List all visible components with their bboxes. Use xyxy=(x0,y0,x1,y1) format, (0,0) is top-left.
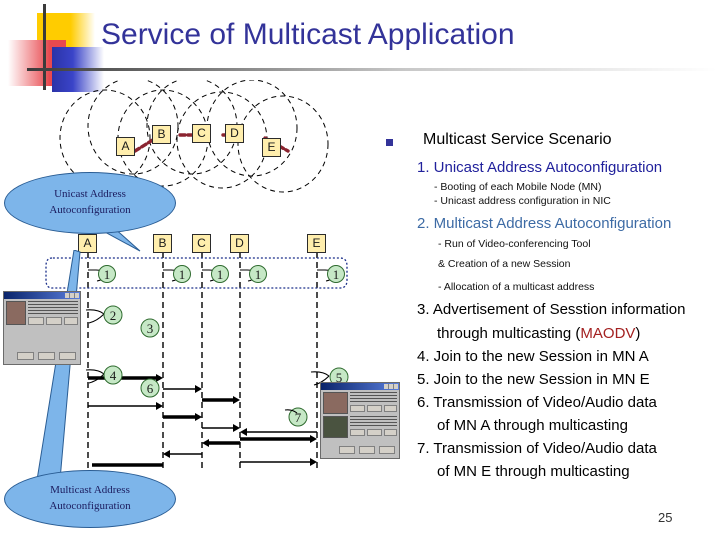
topology-node-b-label: B xyxy=(157,127,166,141)
event-marker-circles xyxy=(98,265,349,427)
square-bullet-icon xyxy=(386,139,393,146)
sequence-node-c-label: C xyxy=(197,236,206,250)
scenario-heading: Multicast Service Scenario xyxy=(423,131,612,148)
video-conference-window-thumbnail-left[interactable] xyxy=(3,291,81,365)
scenario-step-3-protocol: MAODV xyxy=(580,325,636,342)
scenario-step-7-line1: 7. Transmission of Video/Audio data xyxy=(417,440,657,457)
thumb-footer-button-b[interactable] xyxy=(38,352,55,360)
scenario-step-5: 5. Join to the new Session in MN E xyxy=(417,371,650,388)
callout-multicast-address-autoconfiguration: Multicast Address Autoconfiguration xyxy=(4,470,176,528)
callout-multicast-line1: Multicast Address xyxy=(50,484,130,496)
scenario-step-1: 1. Unicast Address Autoconfiguration xyxy=(417,159,663,176)
callout-unicast-address-autoconfiguration: Unicast Address Autoconfiguration xyxy=(4,172,176,234)
thumb-footer-button-c[interactable] xyxy=(59,352,76,360)
thumb-footer-button-a[interactable] xyxy=(17,352,34,360)
thumb-r-button-b[interactable] xyxy=(367,405,382,412)
sequence-node-b-label: B xyxy=(158,236,167,250)
thumb-r-button-c[interactable] xyxy=(384,405,397,412)
scenario-step-7-line2: of MN E through multicasting xyxy=(437,463,630,480)
video-pane-left xyxy=(6,301,26,325)
window-controls-icon xyxy=(384,384,398,389)
text-lines-right-2 xyxy=(350,416,397,428)
topology-node-c-label: C xyxy=(197,126,206,140)
scenario-step-6-line2: of MN A through multicasting xyxy=(437,417,628,434)
topology-node-a-label: A xyxy=(121,139,130,153)
thumb-r-footer-button-b[interactable] xyxy=(359,446,375,454)
video-pane-right-1 xyxy=(323,392,348,414)
scenario-step-2: 2. Multicast Address Autoconfiguration xyxy=(417,215,672,232)
text-lines-left xyxy=(28,301,78,315)
sequence-node-a-label: A xyxy=(83,236,92,250)
scenario-step-4: 4. Join to the new Session in MN A xyxy=(417,348,649,365)
event-self-arrows xyxy=(85,309,330,386)
callout-multicast-line2: Autoconfiguration xyxy=(49,500,131,512)
thumb-r-footer-button-c[interactable] xyxy=(379,446,395,454)
topology-node-d-label: D xyxy=(230,126,239,140)
scenario-step-3-line2-post: ) xyxy=(635,325,641,342)
sequence-messages xyxy=(88,374,317,467)
video-conference-window-thumbnail-right[interactable] xyxy=(320,382,400,459)
scenario-step-3-line1: 3. Advertisement of Sesstion information xyxy=(417,301,686,318)
page-title: Service of Multicast Application xyxy=(101,18,515,51)
thumb-r2-button-a[interactable] xyxy=(350,429,365,436)
topology-node-d: D xyxy=(225,124,244,143)
thumb-button-c[interactable] xyxy=(64,317,78,325)
thumbnail-titlebar-right xyxy=(321,383,399,390)
thumb-button-b[interactable] xyxy=(46,317,62,325)
page-number: 25 xyxy=(658,510,673,525)
text-lines-right-1 xyxy=(350,392,397,404)
topology-node-c: C xyxy=(192,124,211,143)
thumb-r-footer-button-a[interactable] xyxy=(339,446,355,454)
title-underline-rule xyxy=(27,68,717,71)
sequence-node-a: A xyxy=(78,234,97,253)
sequence-node-d-label: D xyxy=(235,236,244,250)
sequence-node-e: E xyxy=(307,234,326,253)
callout-unicast-line1: Unicast Address xyxy=(54,188,126,200)
scenario-step-3-line2: through multicasting (MAODV) xyxy=(437,325,640,342)
step1-group-bracket xyxy=(45,257,348,289)
callout-unicast-line2: Autoconfiguration xyxy=(49,204,131,216)
logo-vertical-rule xyxy=(43,4,46,90)
sequence-node-d: D xyxy=(230,234,249,253)
video-pane-right-2 xyxy=(323,416,348,438)
sequence-node-e-label: E xyxy=(312,236,321,250)
scenario-step-3-line2-pre: through multicasting ( xyxy=(437,325,581,342)
scenario-step-2-detail-a: - Run of Video-conferencing Tool xyxy=(438,238,591,250)
thumb-r2-button-b[interactable] xyxy=(367,429,382,436)
topology-node-e: E xyxy=(262,138,281,157)
thumb-r-button-a[interactable] xyxy=(350,405,365,412)
thumb-button-a[interactable] xyxy=(28,317,44,325)
scenario-step-1-detail-b: - Unicast address configuration in NIC xyxy=(434,195,611,207)
thumbnail-titlebar-left xyxy=(4,292,80,299)
topology-node-b: B xyxy=(152,125,171,144)
window-controls-icon xyxy=(65,293,79,298)
sequence-node-c: C xyxy=(192,234,211,253)
scenario-step-2-detail-b: & Creation of a new Session xyxy=(438,258,571,270)
scenario-step-2-detail-c: - Allocation of a multicast address xyxy=(438,281,595,293)
scenario-step-6-line1: 6. Transmission of Video/Audio data xyxy=(417,394,657,411)
scenario-step-1-detail-a: - Booting of each Mobile Node (MN) xyxy=(434,181,602,193)
topology-node-a: A xyxy=(116,137,135,156)
sequence-node-b: B xyxy=(153,234,172,253)
thumb-r2-button-c[interactable] xyxy=(384,429,397,436)
topology-node-e-label: E xyxy=(267,140,276,154)
